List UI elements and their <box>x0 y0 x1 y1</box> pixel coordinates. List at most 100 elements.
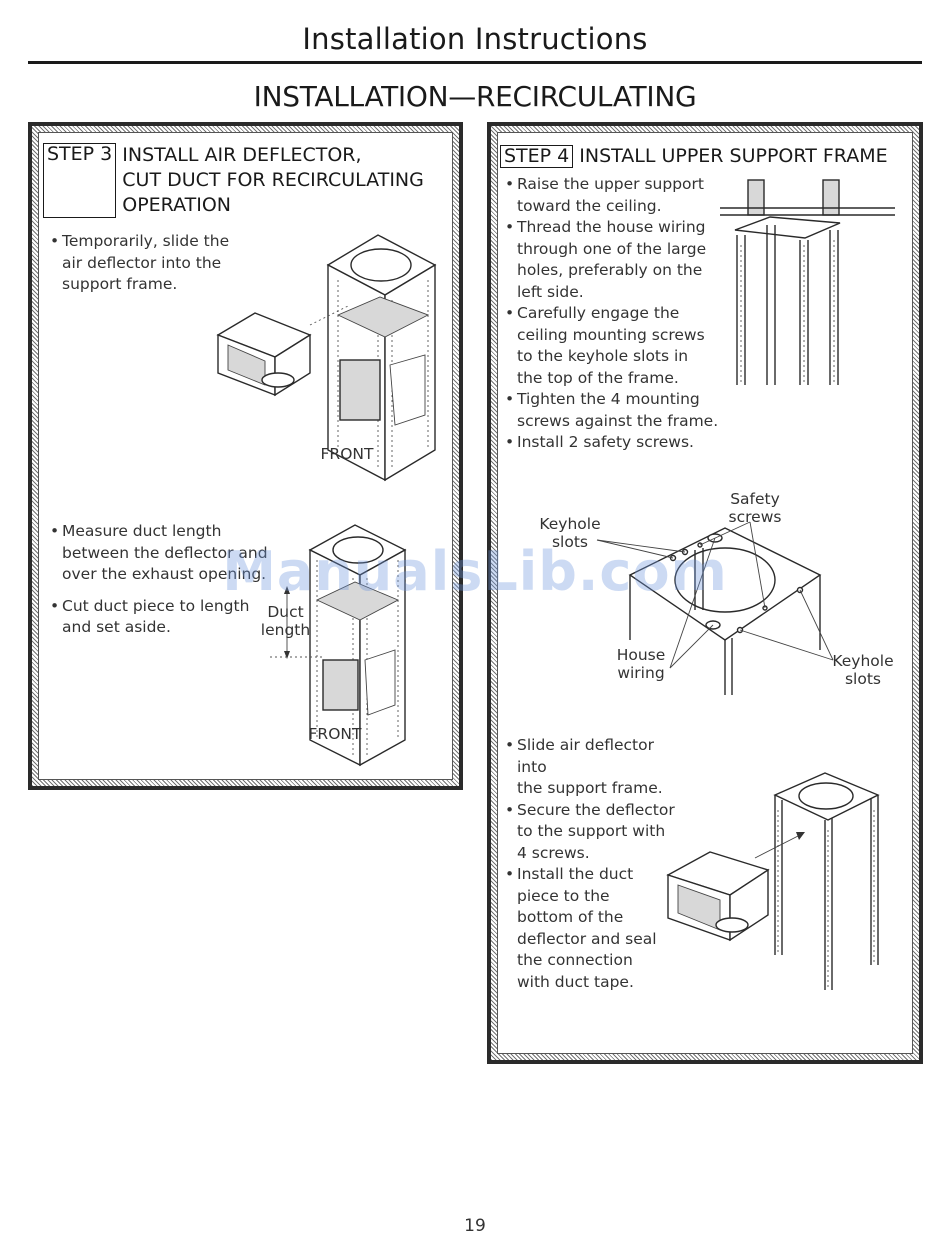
bullet-line: the top of the frame. <box>517 368 679 387</box>
fan-cone <box>389 354 426 426</box>
step3-bullets-b: Measure duct length between the deflecto… <box>50 521 275 639</box>
bullet-line: Thread the house wiring <box>517 218 706 236</box>
ceiling-joist <box>747 179 765 216</box>
label-line: House <box>616 646 666 664</box>
bullet-line: Temporarily, slide the <box>62 232 230 250</box>
bullet-line: Cut duct piece to length <box>62 596 250 615</box>
label-line: Keyhole <box>832 652 894 670</box>
label-line: screws <box>728 508 782 526</box>
callout-line <box>596 539 674 559</box>
step3-heading: STEP 3 INSTALL AIR DEFLECTOR, CUT DUCT F… <box>43 143 453 218</box>
bullet-line: through one of the large <box>517 239 707 258</box>
step4-label: STEP 4 <box>500 145 574 168</box>
label-line: Duct <box>267 603 304 621</box>
insert-arrow <box>754 834 801 859</box>
callout-line <box>596 539 686 553</box>
bullet-line: piece to the <box>517 886 610 905</box>
fan-unit <box>322 659 359 711</box>
label-line: Keyhole <box>539 515 601 533</box>
ceiling-joist <box>822 179 840 216</box>
bullet-line: Install 2 safety screws. <box>517 433 694 451</box>
bullet-item: Thread the house wiring through one of t… <box>505 217 725 303</box>
step3-figure-a <box>216 234 437 482</box>
callout-keyhole-top: Keyhole slots <box>535 515 605 551</box>
arrow-head-bottom <box>284 651 290 659</box>
bullet-line: Tighten the 4 mounting <box>517 390 700 408</box>
callout-line <box>669 624 714 669</box>
label-line: Safety <box>730 490 780 508</box>
step3-bullets-a: Temporarily, slide the air deflector int… <box>50 231 250 296</box>
callout-safety-screws: Safety screws <box>720 490 790 526</box>
frame-top-hole <box>350 248 412 282</box>
bullet-item: Tighten the 4 mounting screws against th… <box>505 389 725 432</box>
arrow-head-top <box>284 586 290 594</box>
frame-top-hole <box>332 536 384 564</box>
bullet-line: to the keyhole slots in <box>517 347 689 365</box>
step4-figure-deflector <box>666 772 880 990</box>
bullet-line: toward the ceiling. <box>517 196 662 215</box>
bullet-line: and set aside. <box>62 618 171 636</box>
step3-title-line: INSTALL AIR DEFLECTOR, <box>122 144 362 166</box>
label-line: slots <box>844 670 882 688</box>
bullet-line: Install the duct <box>517 865 634 883</box>
bullet-line: Measure duct length <box>62 522 222 540</box>
step3-figure-a-label: FRONT <box>320 445 374 463</box>
fan-unit <box>339 359 381 421</box>
step4-figure-frame-top <box>596 521 834 695</box>
step4-figure-ceiling <box>720 179 895 385</box>
bullet-line: deflector and seal <box>517 929 657 948</box>
callout-line <box>749 521 766 609</box>
callout-keyhole-bottom: Keyhole slots <box>828 652 898 688</box>
bullet-line: Secure the deflector <box>517 800 675 819</box>
section-title: INSTALLATION—RECIRCULATING <box>253 80 697 113</box>
deflector-opening <box>227 344 266 386</box>
step4-bullets-a: Raise the upper support toward the ceili… <box>505 174 725 454</box>
bullet-item: Measure duct length between the deflecto… <box>50 521 275 586</box>
step3-figure-b <box>270 524 407 767</box>
deflector-collar <box>715 917 749 933</box>
bullet-item: Carefully engage the ceiling mounting sc… <box>505 303 725 389</box>
step3-title-line: OPERATION <box>122 194 232 216</box>
bullet-line: holes, preferably on the <box>517 261 703 279</box>
duct-length-label: Duct length <box>258 603 313 639</box>
frame-bracket <box>315 581 400 621</box>
bullet-item: Temporarily, slide the air deflector int… <box>50 231 250 296</box>
page-header: Installation Instructions <box>302 22 648 56</box>
bullet-item: Raise the upper support toward the ceili… <box>505 174 725 217</box>
bullet-line: bottom of the <box>517 908 624 926</box>
deflector-collar <box>261 372 295 388</box>
fan-cone <box>364 649 396 716</box>
page-number: 19 <box>464 1216 486 1236</box>
callout-house-wiring: House wiring <box>606 646 676 682</box>
frame-top-hole <box>798 782 854 810</box>
bullet-line: Raise the upper support <box>517 175 704 193</box>
callout-line <box>699 521 751 546</box>
step3-figure-b-label: FRONT <box>308 725 362 743</box>
bullet-line: the connection <box>517 951 633 969</box>
bullet-line: screws against the frame. <box>517 411 719 430</box>
bullet-line: ceiling mounting screws <box>517 325 705 344</box>
bullet-line: left side. <box>517 282 584 301</box>
bullet-line: air deflector into the <box>62 253 222 272</box>
callout-line <box>799 589 834 661</box>
bullet-line: between the deflector and <box>62 543 268 562</box>
bullet-line: Carefully engage the <box>517 304 680 322</box>
bullet-item: Secure the deflector to the support with… <box>505 800 685 865</box>
step3-title: INSTALL AIR DEFLECTOR, CUT DUCT FOR RECI… <box>122 143 424 218</box>
step3-title-line: CUT DUCT FOR RECIRCULATING <box>122 169 424 191</box>
bullet-line: support frame. <box>62 275 178 293</box>
label-line: wiring <box>617 664 665 682</box>
frame-top <box>734 216 841 239</box>
callout-line <box>669 537 716 669</box>
frame-top-hole <box>674 547 776 613</box>
bullet-item: Install 2 safety screws. <box>505 432 725 454</box>
callout-line <box>739 629 834 661</box>
bullet-line: 4 screws. <box>517 843 590 862</box>
insert-arrow-head <box>796 832 805 840</box>
bullet-line: with duct tape. <box>517 972 634 991</box>
bullet-item: Install the duct piece to the bottom of … <box>505 864 685 993</box>
bullet-item: Slide air deflector into the support fra… <box>505 735 685 800</box>
wiring-hole <box>705 620 721 630</box>
header-rule <box>28 61 922 64</box>
